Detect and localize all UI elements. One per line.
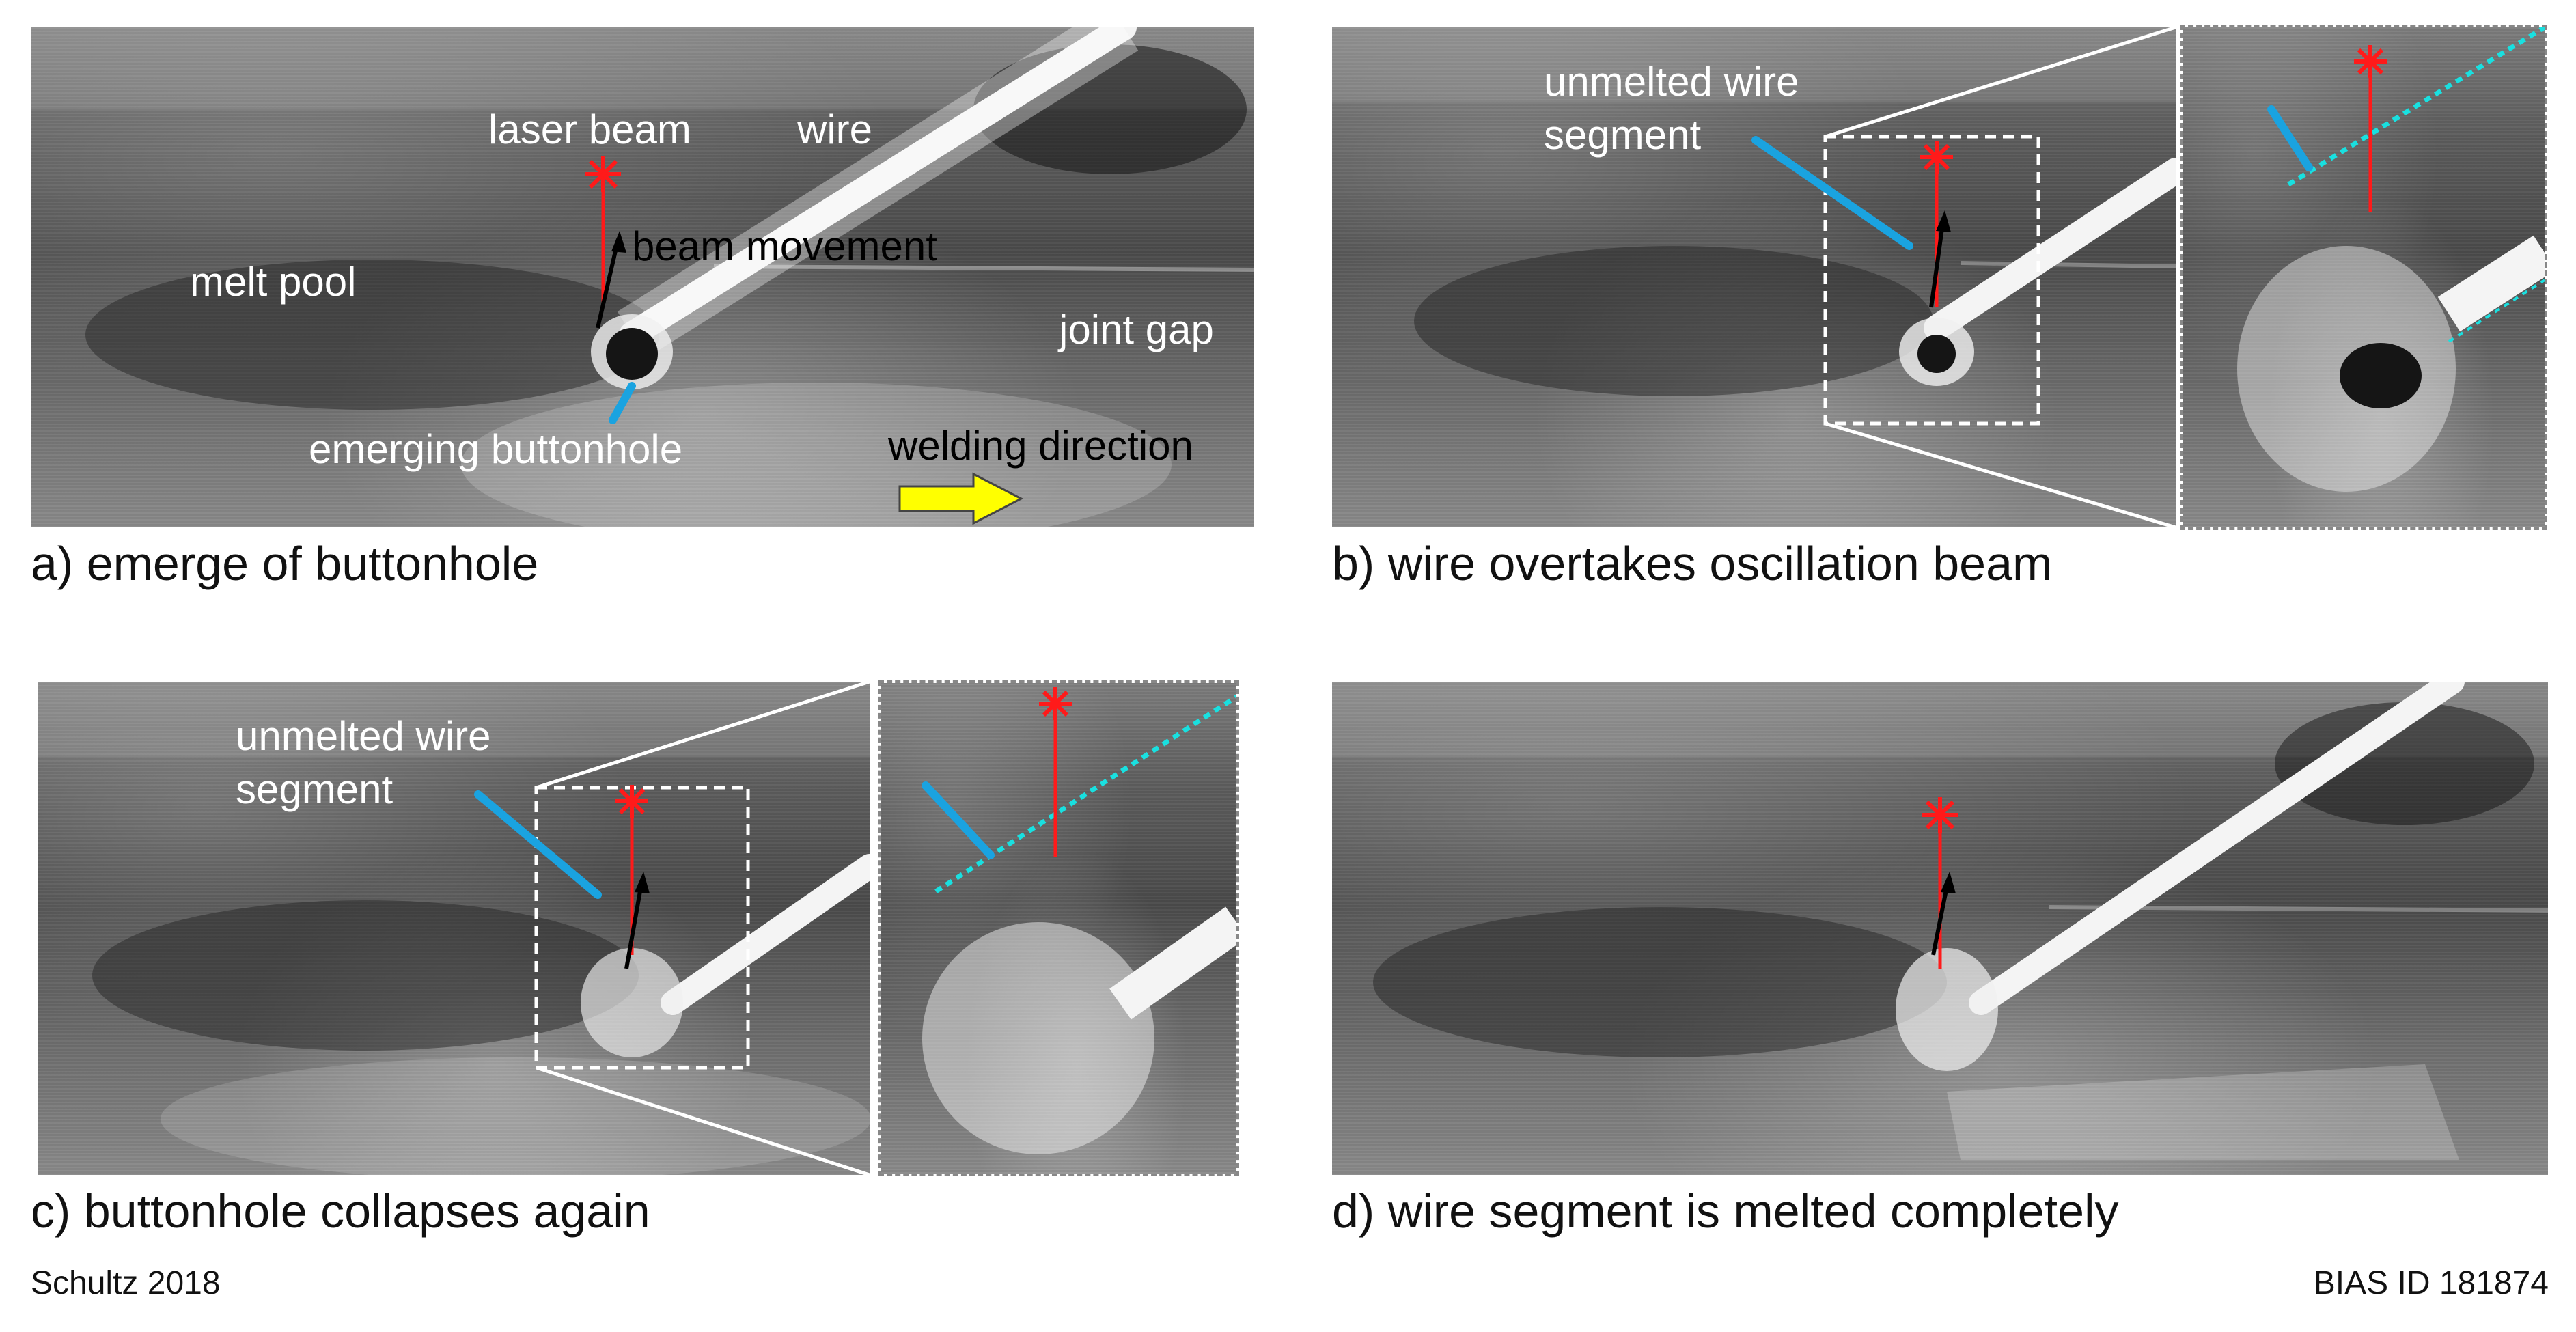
laser-marker-icon	[585, 156, 621, 192]
melt-zone-glow	[1896, 948, 1998, 1071]
joint-gap-line	[713, 264, 1254, 272]
buttonhole	[1917, 335, 1956, 373]
laser-marker-icon	[2354, 45, 2387, 78]
label-beam-movement: beam movement	[632, 223, 937, 269]
panel-a-photo: laser beam wire beam movement melt pool …	[31, 27, 1254, 527]
wire-segment-pointer-arrow	[474, 790, 602, 899]
wire-glow	[617, 27, 1139, 358]
wire-segment-pointer-arrow	[922, 781, 995, 859]
panel-c-photo: unmelted wire segment	[38, 682, 870, 1175]
beam-movement-arrowhead-icon	[1936, 210, 1951, 232]
footer-id: BIAS ID 181874	[2313, 1265, 2549, 1301]
panel-b-photo: unmelted wire segment	[1332, 27, 2176, 527]
panel-c-zoom-overlay	[922, 687, 1236, 1154]
background-glare	[1332, 27, 2176, 102]
label-joint-gap: joint gap	[1059, 307, 1214, 352]
wire-shape	[1924, 158, 2176, 341]
laser-marker-icon	[615, 785, 648, 818]
wire-segment-pointer-arrow	[1751, 136, 1913, 250]
buttonhole-pointer-arrow	[609, 382, 636, 424]
melt-pool-shape	[92, 900, 639, 1051]
collapsed-buttonhole	[581, 948, 683, 1057]
laser-marker-icon	[1920, 141, 1953, 174]
wire-shape	[661, 854, 870, 1015]
laser-marker-icon	[1922, 797, 1958, 833]
panel-c-caption: c) buttonhole collapses again	[31, 1184, 650, 1238]
panel-b-overlay	[1332, 27, 2176, 527]
background-glare	[38, 682, 870, 757]
beam-movement-arrowhead-icon	[1941, 872, 1956, 893]
dark-region	[2275, 702, 2534, 825]
panel-b-zoom-inset	[2180, 25, 2547, 530]
wire-shape	[1969, 682, 2465, 1015]
wire-shape	[1109, 906, 1236, 1020]
zoom-region-frame	[534, 786, 750, 1070]
wire-shape	[2437, 235, 2545, 332]
label-melt-pool: melt pool	[190, 259, 357, 305]
label-welding-direction: welding direction	[888, 423, 1193, 469]
label-laser-beam: laser beam	[488, 107, 691, 152]
zoom-connector-top	[1825, 27, 2176, 139]
buttonhole	[2340, 343, 2422, 408]
panel-c-overlay	[38, 682, 870, 1175]
weld-seam-glare	[161, 1057, 870, 1175]
wire-shape	[619, 27, 1137, 348]
label-wire: wire	[797, 107, 873, 152]
melt-pool-shape	[85, 260, 659, 410]
label-emerging-buttonhole: emerging buttonhole	[309, 426, 683, 472]
panel-d-overlay	[1332, 682, 2548, 1160]
beam-movement-arrow	[1929, 218, 1945, 308]
zoom-connector-top	[536, 682, 870, 790]
panel-d-caption: d) wire segment is melted completely	[1332, 1184, 2119, 1238]
panel-c-zoom-inset	[878, 680, 1239, 1176]
melt-pool-shape	[1414, 246, 1933, 396]
panel-d-photo	[1332, 682, 2548, 1175]
weld-seam-glare	[1947, 1064, 2459, 1160]
collapsed-buttonhole	[922, 922, 1154, 1154]
beam-movement-arrow	[596, 238, 620, 329]
label-unmelted-wire-segment-line1: unmelted wire	[1544, 59, 1799, 105]
beam-movement-arrowhead-icon	[635, 872, 650, 893]
buttonhole	[606, 328, 658, 380]
laser-marker-icon	[1039, 687, 1072, 720]
melt-pool-shape	[1373, 907, 1947, 1057]
joint-gap-line	[1960, 261, 2176, 268]
zoom-connector-bottom	[536, 1066, 870, 1175]
panel-a-caption: a) emerge of buttonhole	[31, 537, 539, 590]
panel-b-caption: b) wire overtakes oscillation beam	[1332, 537, 2053, 590]
footer-author: Schultz 2018	[31, 1265, 221, 1301]
zoom-connector-bottom	[1825, 421, 2176, 527]
wire-axis-dotted-line-lower	[2448, 279, 2545, 343]
zoom-region-frame	[1823, 135, 2040, 426]
wire-axis-dotted-line	[934, 695, 1236, 893]
panel-b-zoom-overlay	[2237, 27, 2545, 492]
label-unmelted-wire-segment-line1: unmelted wire	[236, 713, 491, 759]
beam-movement-arrow	[624, 879, 644, 969]
panel-a-overlay	[31, 27, 1254, 527]
wire-segment-pointer-arrow	[2267, 105, 2313, 171]
beam-movement-arrowhead-icon	[611, 231, 626, 253]
label-unmelted-wire-segment-line2: segment	[236, 766, 393, 812]
wire-axis-dotted-line	[2287, 27, 2545, 186]
right-arrow-icon	[898, 472, 1024, 525]
label-unmelted-wire-segment-line2: segment	[1544, 112, 1702, 158]
